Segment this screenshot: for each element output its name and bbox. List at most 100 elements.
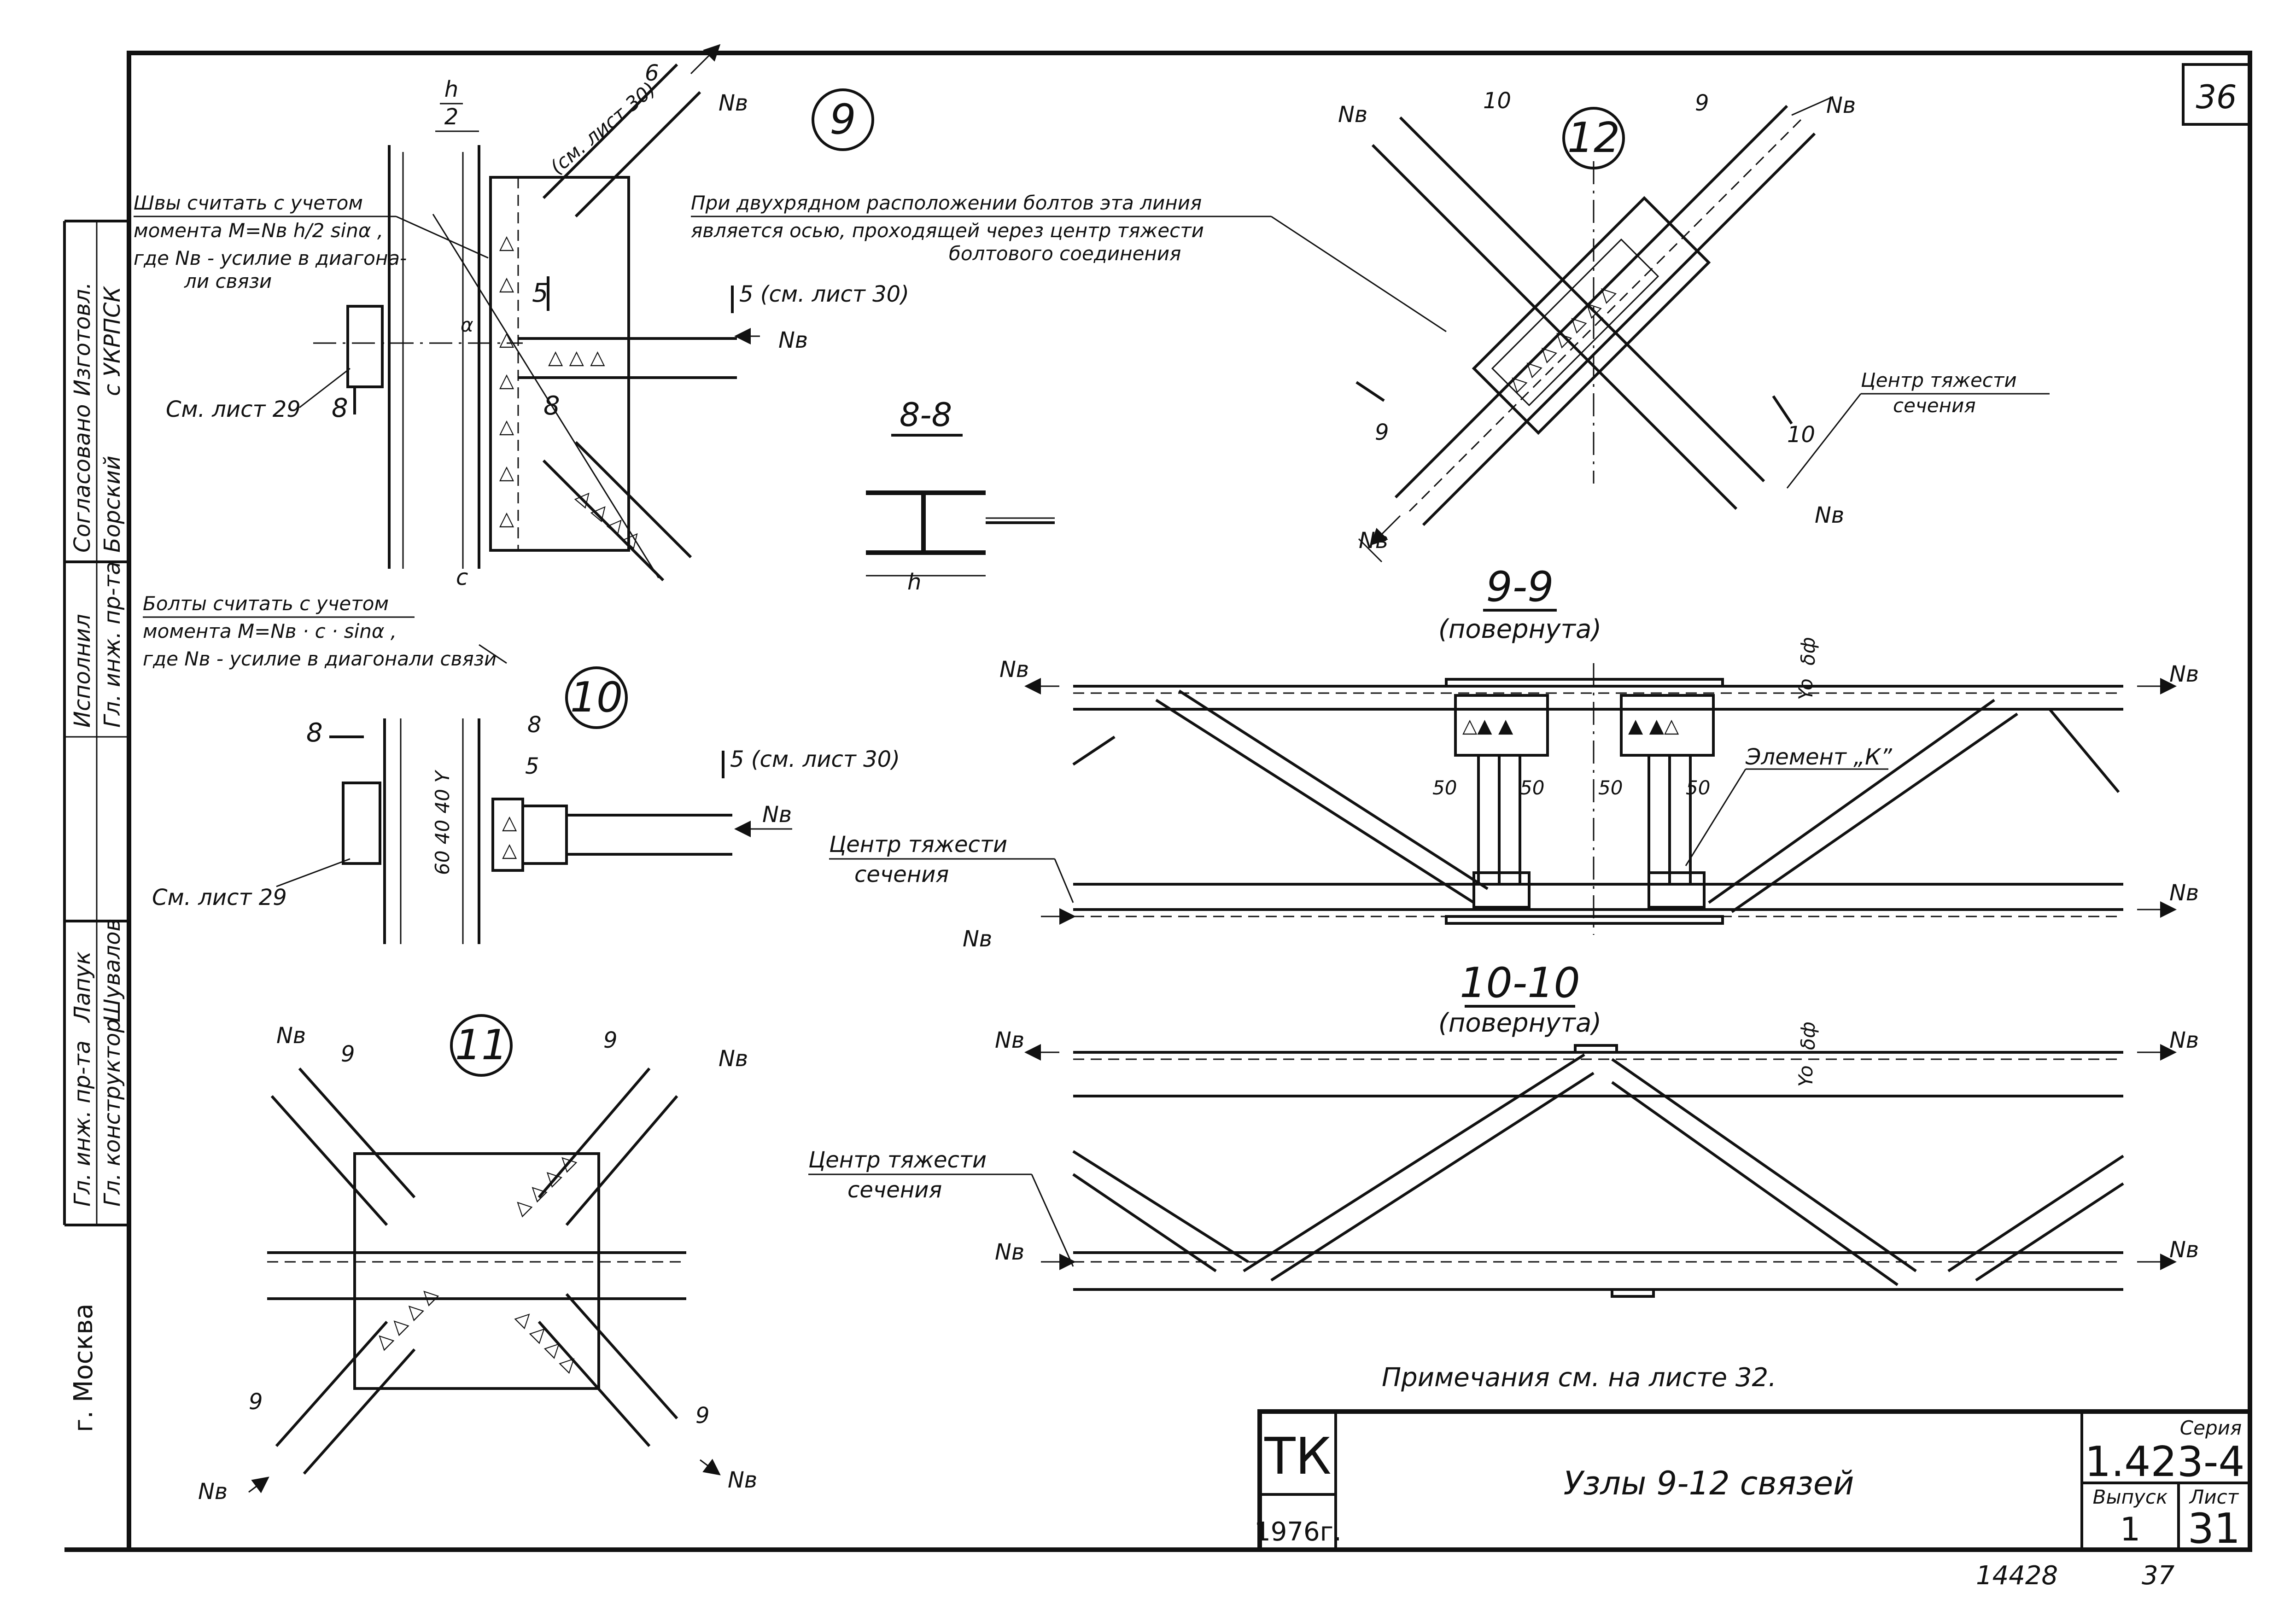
node-12-number: 12 [1567,114,1620,162]
section-9-9-subtitle: (повернута) [1438,614,1601,644]
corner-number-box: 36 [2182,63,2251,126]
svg-text:△: △ [499,231,514,253]
node-9-sec8b: 8 [543,391,560,421]
node-10-cut5: 5 (см. лист 30) [730,747,900,772]
node-9: 9 h 2 △ △ △ △ △ △ △ △ △ △ Nв Nв (см. лис… [134,44,909,590]
node-12-force-tl: Nв [1338,102,1367,128]
node-9-c: c [456,565,468,590]
svg-text:△ △ △ △: △ △ △ △ [508,1148,579,1219]
bolt-note-l3: болтового соединения [949,242,1181,265]
corner-number: 36 [2196,78,2237,116]
node-10-note-l2: момента M=Nв · c · sinα , [143,620,397,642]
node-9-note-l3: где Nв - усилие в диагона- [134,247,407,269]
node-12-centroid-l2: сечения [1893,394,1976,417]
svg-text:△: △ [499,461,514,484]
svg-text:△▲ ▲: △▲ ▲ [1462,714,1513,737]
section-10-10: 10-10 (повернута) Nв Nв Nв Nв Центр тяже… [808,959,2199,1298]
section-8-8: 8-8 h [866,396,1055,595]
section-9-9-yo: Yo [1794,678,1817,700]
node-10-circle [565,666,628,729]
node-9-force-strut: Nв [778,327,808,353]
title-series-label: Серия [2180,1417,2242,1439]
svg-text:△ △ △ △: △ △ △ △ [513,1304,584,1376]
section-9-9-element: Элемент „К” [1745,744,1893,770]
section-10-10-title: 10-10 [1460,959,1580,1007]
node-9-note-l2: момента M=Nв h/2 sinα , [134,219,383,242]
svg-text:△: △ [502,811,517,834]
node-11-circle [450,1014,513,1077]
node-12-force-bl: Nв [1359,528,1388,554]
svg-text:△: △ [499,507,514,530]
section-10-10-centroid-l1: Центр тяжести [808,1147,987,1173]
section-9-9-centroid-l1: Центр тяжести [829,832,1007,858]
svg-text:△: △ [499,415,514,438]
node-9-sec6: 6 [645,60,659,86]
section-9-9-centroid-l2: сечения [854,862,949,887]
node-9-h-den: 2 [444,104,459,130]
node-11-force-tl: Nв [276,1023,306,1049]
node-10-ref29: См. лист 29 [152,885,287,910]
svg-text:△ △ △ △ △ △ △: △ △ △ △ △ △ △ [1502,279,1618,395]
node-9-cut5: 5 (см. лист 30) [739,281,909,307]
name-1: Лапук [70,951,95,1023]
stamp-code: 14428 [1976,1561,2058,1591]
bolt-note-l2: является осью, проходящей через центр тя… [691,219,1204,242]
role-1: Гл. инж. пр-та [70,1040,95,1207]
name-4: с УКРПСК [99,286,125,396]
node-12-force-tr: Nв [1826,93,1856,118]
role-4: Исполнил [70,614,95,728]
node-9-cut6: (см. лист 30) [546,77,660,178]
node-11-sec9b: 9 [603,1027,618,1053]
node-9-circle [812,88,874,151]
node-9-sec5: 5 [532,278,549,308]
section-9-9-dfr: δф [1797,637,1819,665]
node-9-force-diag: Nв [719,90,748,116]
node-11-sec9c: 9 [249,1389,263,1415]
section-10-10-centroid-l2: сечения [847,1177,942,1203]
role-3: Гл. инж. пр-та [99,561,125,728]
svg-text:△ △ △: △ △ △ [548,346,605,368]
name-2: Шувалов [99,918,125,1022]
svg-text:△: △ [502,839,517,861]
node-10-dims: 60 40 40 Y [431,770,454,875]
svg-text:▲ ▲△: ▲ ▲△ [1628,714,1679,737]
bolt-line-note: При двухрядном расположении болтов эта л… [691,192,1447,333]
node-9-ref29: См. лист 29 [166,397,301,422]
section-10-10-force-tr: Nв [2169,1027,2199,1053]
node-12-sec9a: 9 [1695,90,1709,116]
node-10-note-l1: Болты считать с учетом [143,592,389,615]
section-10-10-yo: Yo [1794,1065,1817,1087]
node-10-force: Nв [762,802,792,828]
node-11-force-br: Nв [728,1467,757,1493]
section-9-9: 9-9 (повернута) △▲ ▲ ▲ ▲△ 50 50 [829,563,2199,952]
svg-text:△ △ △ △: △ △ △ △ [369,1281,441,1353]
role-2: Гл. конструктор [99,1019,125,1207]
node-10-sec5: 5 [525,753,539,779]
node-12-sec9b: 9 [1375,420,1389,445]
section-10-10-dfr: δф [1797,1021,1819,1050]
title-issue-label: Выпуск [2093,1486,2168,1508]
section-8-8-h: h [907,569,921,595]
section-10-10-force-br: Nв [2169,1237,2199,1263]
section-9-9-dim50b: 50 [1520,776,1544,799]
node-11-force-tr: Nв [719,1046,748,1072]
section-9-9-dim50c: 50 [1598,776,1623,799]
title-year: 1976г. [1254,1517,1342,1547]
name-3: Борский [99,455,125,553]
section-9-9-title: 9-9 [1486,563,1554,611]
node-11-number: 11 [455,1021,508,1069]
svg-text:△: △ [499,327,514,350]
title-org: ТК [1264,1427,1331,1486]
node-11-sec9d: 9 [695,1403,710,1429]
node-9-number: 9 [830,95,856,144]
section-9-9-dim50d: 50 [1686,776,1710,799]
node-10-sec8: 8 [306,718,323,748]
node-10-number: 10 [570,673,623,722]
svg-text:△: △ [499,272,514,295]
title-issue: 1 [2120,1511,2141,1548]
section-10-10-force-tl: Nв [995,1027,1024,1053]
svg-text:△: △ [499,369,514,391]
node-10-note-l3: где Nв - усилие в диагонали связи [143,648,497,670]
node-9-note-l4: ли связи [184,270,272,292]
